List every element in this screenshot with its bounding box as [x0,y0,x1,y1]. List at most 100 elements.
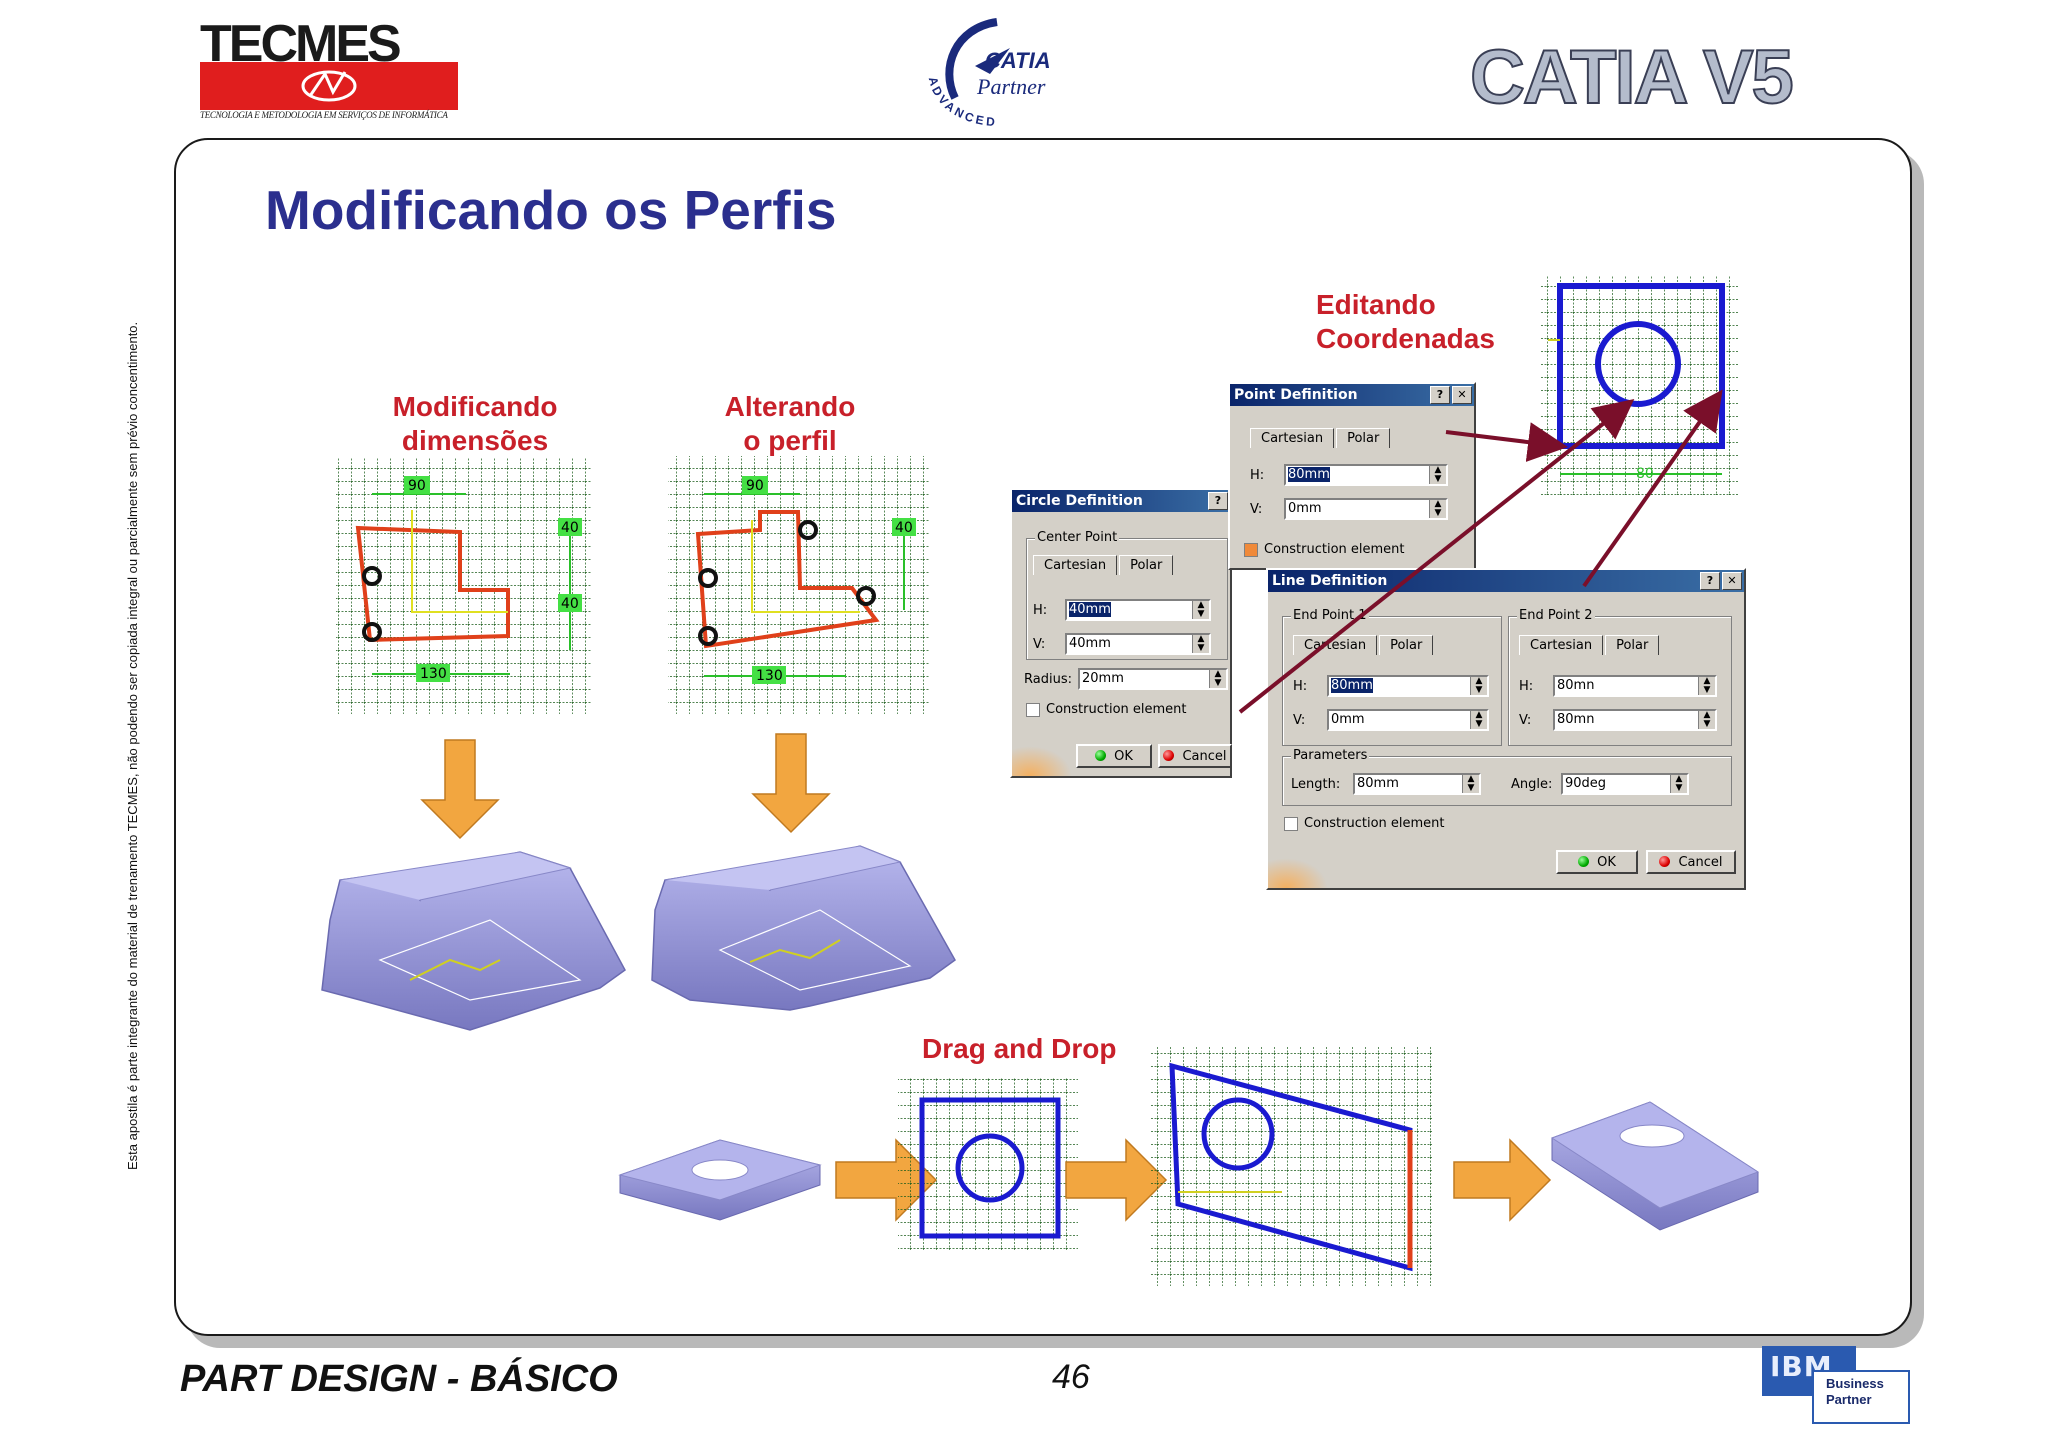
construction-checkbox[interactable] [1244,542,1258,557]
spin-icon[interactable]: ▲▼ [1209,670,1226,688]
cancel-label: Cancel [1182,749,1227,764]
tab-cartesian[interactable]: Cartesian [1033,555,1118,575]
ep1-h-value: 80mm [1331,678,1373,693]
ibm-partner-label: Partner [1826,1392,1872,1407]
catia-partner-logo: ADVANCED CATIA Partner [915,8,1085,133]
length-field[interactable]: 80mm▲▼ [1353,773,1481,795]
tecmes-emblem-icon [301,70,357,102]
ep1-v-value: 0mm [1331,712,1365,727]
cancel-label: Cancel [1678,855,1723,870]
ok-button[interactable]: OK [1556,850,1638,874]
tecmes-logo: TECMES TECNOLOGIA E METODOLOGIA EM SERVI… [200,14,460,124]
tab-cartesian[interactable]: Cartesian [1293,635,1378,655]
dim-label: 130 [420,666,447,682]
tab-polar[interactable]: Polar [1379,635,1434,655]
orange-down-arrow-1 [420,739,500,840]
angle-field[interactable]: 90deg ▲▼ [1561,773,1689,795]
tab-polar[interactable]: Polar [1605,635,1660,655]
h-value: 40mm [1069,602,1111,617]
spin-icon[interactable]: ▲▼ [1192,635,1209,653]
spin-icon[interactable]: ▲▼ [1670,775,1687,793]
ep1-h-field[interactable]: 80mm ▲▼ [1327,675,1489,697]
label-line-1: Editando [1316,289,1436,320]
h-label: H: [1519,678,1534,694]
spin-icon[interactable]: ▲▼ [1470,677,1487,695]
spin-icon[interactable]: ▲▼ [1470,711,1487,729]
group-label: Center Point [1035,530,1120,545]
ep1-v-field[interactable]: 0mm ▲▼ [1327,709,1489,731]
group-label: Parameters [1291,748,1370,763]
angle-value: 90deg [1565,776,1607,791]
cancel-icon [1659,856,1671,867]
construction-label: Construction element [1264,542,1405,557]
length-label: Length: [1291,776,1341,792]
help-button[interactable]: ? [1208,492,1228,510]
ep2-v-value: 80mn [1557,712,1595,727]
label-drag-and-drop: Drag and Drop [922,1033,1117,1064]
tab-polar[interactable]: Polar [1336,428,1391,448]
spin-icon[interactable]: ▲▼ [1462,775,1479,793]
tab-cartesian[interactable]: Cartesian [1519,635,1604,655]
page-number: 46 [1052,1358,1090,1396]
ok-label: OK [1114,749,1133,764]
spin-icon[interactable]: ▲▼ [1192,601,1209,619]
spin-icon[interactable]: ▲▼ [1429,500,1446,518]
v-label: V: [1033,636,1046,652]
spin-icon[interactable]: ▲▼ [1698,711,1715,729]
dim-label: 40 [895,520,913,536]
ep2-v-field[interactable]: 80mn ▲▼ [1553,709,1717,731]
ibm-business-partner-logo: IBM Business Partner [1762,1346,1912,1424]
h-field[interactable]: 80mm▲▼ [1284,464,1448,486]
ep2-h-value: 80mn [1557,678,1595,693]
dim-label: 40 [561,520,579,536]
construction-checkbox[interactable] [1026,702,1040,717]
dim-label: 90 [408,478,426,494]
dim-label: 40 [561,596,579,612]
ep2-h-field[interactable]: 80mn ▲▼ [1553,675,1717,697]
catia-v5-logo: CATIA V5 [1469,35,1795,120]
dialog-titlebar: Line Definition ? ✕ [1268,570,1744,592]
h-label: H: [1033,602,1048,618]
construction-checkbox-row[interactable]: Construction element [1284,816,1445,831]
group-label: End Point 2 [1517,608,1595,623]
catia-corner-glow [1268,858,1328,888]
flat-plate-2 [1550,1101,1760,1231]
ok-button[interactable]: OK [1076,744,1152,768]
label-line-2: Coordenadas [1316,323,1495,354]
tab-polar[interactable]: Polar [1119,555,1174,575]
cancel-button[interactable]: Cancel [1158,744,1232,768]
ibm-partner-box: Business Partner [1812,1370,1910,1424]
v-label: V: [1293,712,1306,728]
construction-checkbox-row[interactable]: Construction element [1026,702,1187,717]
label-line-2: o perfil [743,425,837,456]
angle-label: Angle: [1511,776,1553,792]
cancel-button[interactable]: Cancel [1646,850,1736,874]
help-button[interactable]: ? [1430,386,1450,404]
spin-icon[interactable]: ▲▼ [1429,466,1446,484]
construction-label: Construction element [1304,816,1445,831]
tab-cartesian[interactable]: Cartesian [1250,428,1335,448]
group-label: End Point 1 [1291,608,1369,623]
close-button[interactable]: ✕ [1722,572,1742,590]
h-label: H: [1293,678,1308,694]
dialog-title: Line Definition [1272,573,1388,589]
radius-field[interactable]: 20mm▲▼ [1078,668,1228,690]
dialog-title: Point Definition [1234,387,1358,403]
dim-label: 90 [746,478,764,494]
construction-checkbox[interactable] [1284,816,1298,831]
construction-checkbox-row[interactable]: Construction element [1244,542,1405,557]
label-line-2: dimensões [401,425,549,456]
point-definition-dialog: Point Definition ? ✕ Cartesian Polar H: … [1228,382,1476,570]
h-field[interactable]: 40mm ▲▼ [1065,599,1211,621]
tecmes-tagline: TECNOLOGIA E METODOLOGIA EM SERVIÇOS DE … [200,110,448,120]
footer-course-title: PART DESIGN - BÁSICO [180,1358,618,1400]
sketch-drag-square [898,1078,1078,1250]
v-field[interactable]: 40mm▲▼ [1065,633,1211,655]
catia-wordmark: CATIA [985,48,1051,73]
label-alterando-perfil: Alterando o perfil [690,390,890,458]
close-button[interactable]: ✕ [1452,386,1472,404]
spin-icon[interactable]: ▲▼ [1698,677,1715,695]
help-button[interactable]: ? [1700,572,1720,590]
v-field[interactable]: 0mm▲▼ [1284,498,1448,520]
circle-definition-dialog: Circle Definition ? Center Point Cartesi… [1010,488,1232,778]
